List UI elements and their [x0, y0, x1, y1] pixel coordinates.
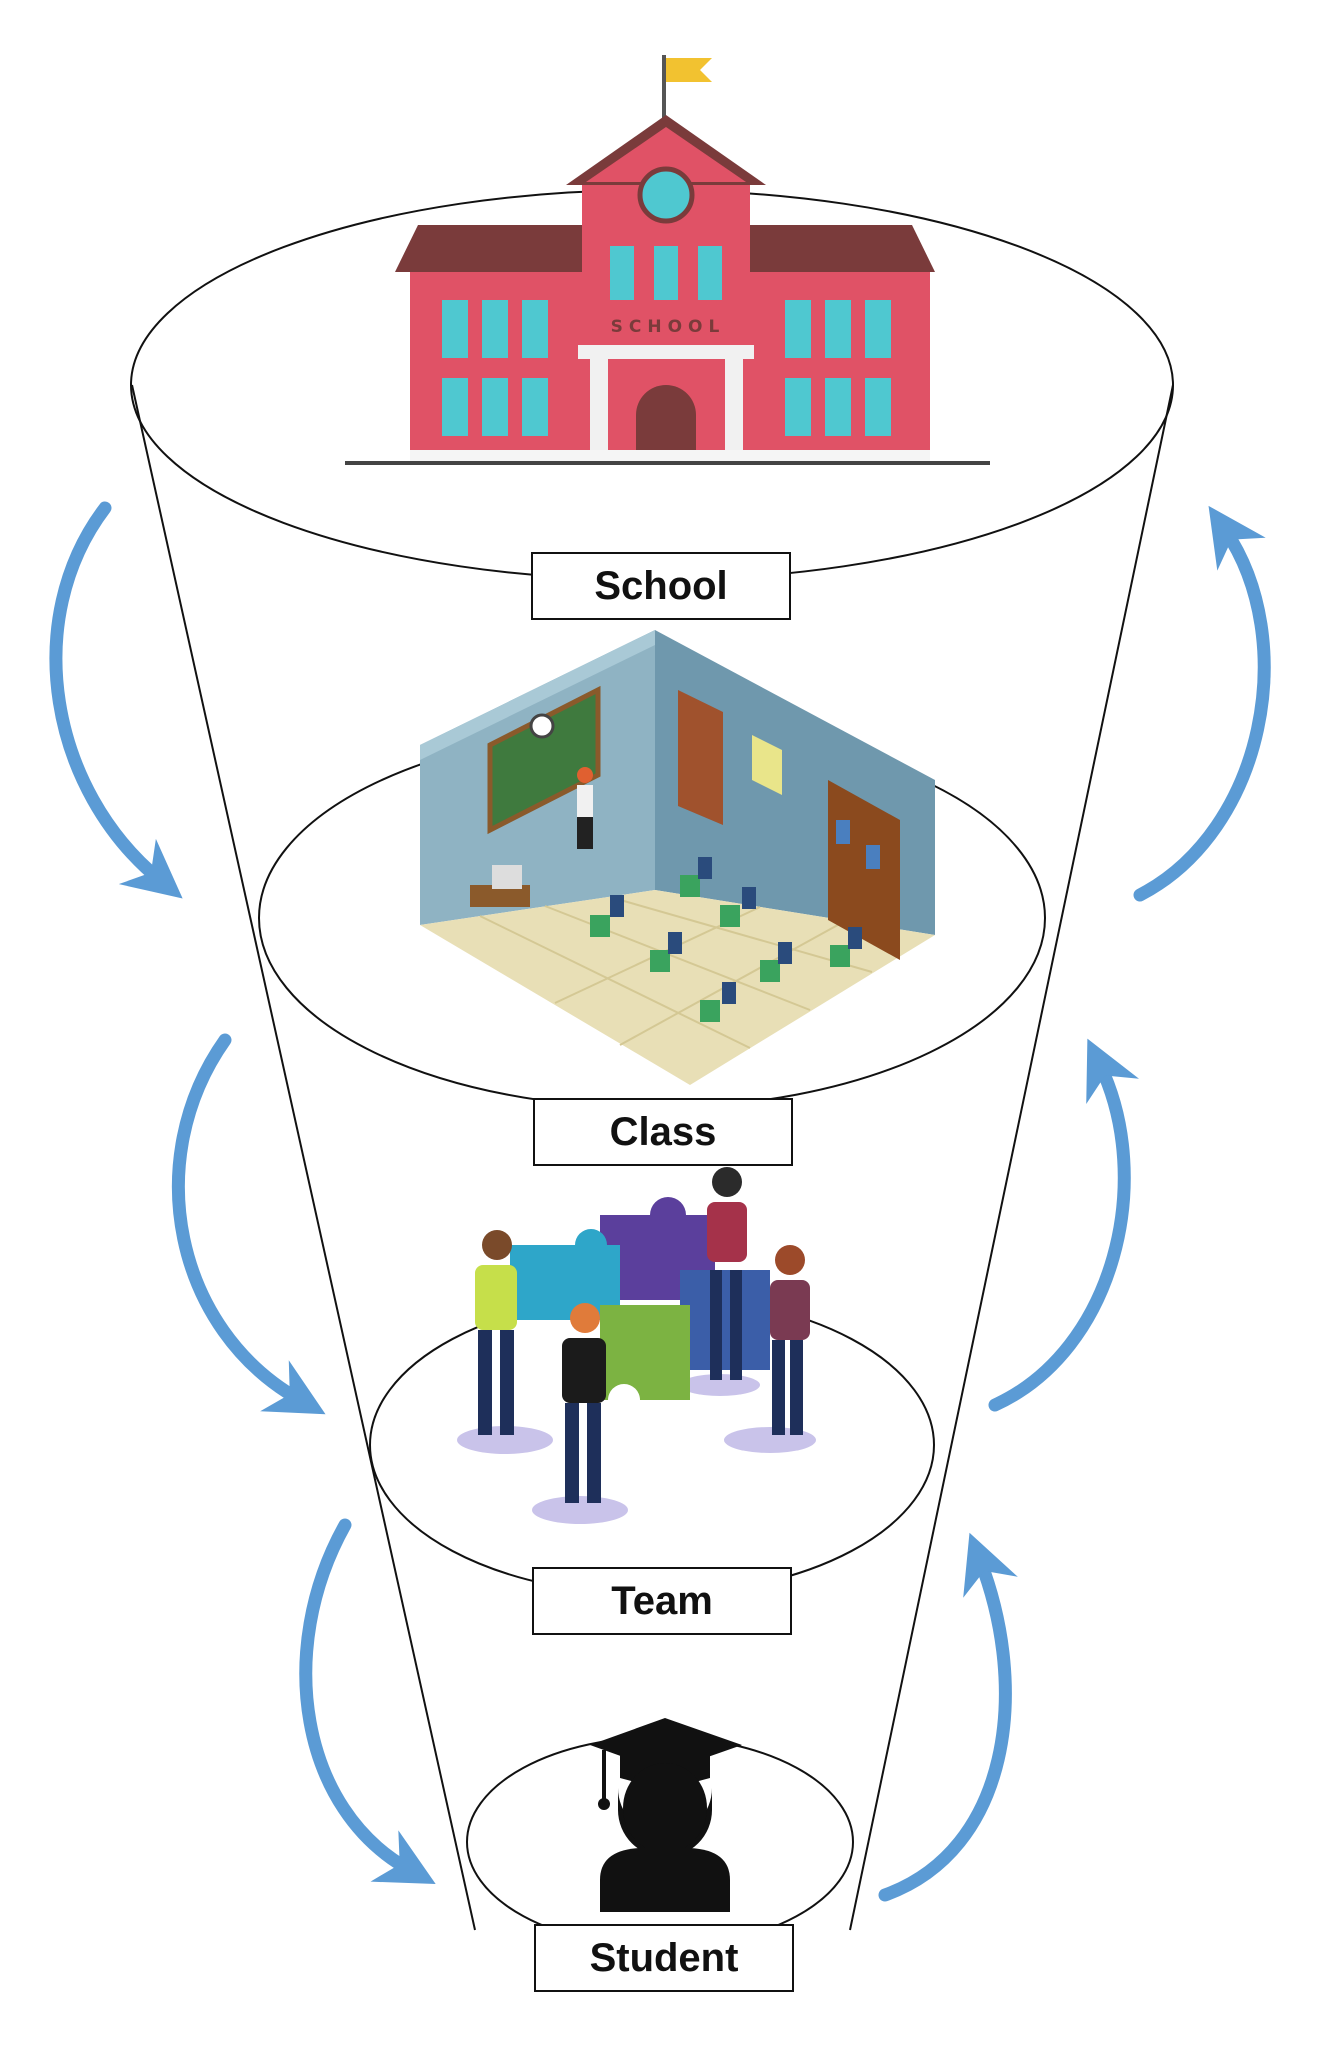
arrow-up-1	[1133, 505, 1271, 902]
school-building-icon: SCHOOL	[345, 55, 990, 465]
arrow-down-3	[299, 1518, 436, 1885]
level-label-team: Team	[532, 1567, 792, 1635]
label-school: School	[594, 564, 727, 608]
person-4	[562, 1303, 606, 1503]
school-sign-text: SCHOOL	[611, 317, 726, 337]
funnel-outline	[131, 384, 1174, 1931]
level-label-class: Class	[533, 1098, 793, 1166]
classroom-icon	[420, 630, 935, 1085]
graduate-student-icon	[590, 1718, 742, 1912]
arrows-up-right	[878, 505, 1271, 1902]
label-team: Team	[611, 1579, 713, 1623]
arrow-down-1	[49, 501, 183, 899]
team-puzzle-icon	[457, 1167, 816, 1524]
arrow-up-2	[988, 1038, 1139, 1412]
arrow-up-3	[878, 1532, 1018, 1902]
level-label-school: School	[531, 552, 791, 620]
arrows-down-left	[49, 501, 436, 1885]
level-label-student: Student	[534, 1924, 794, 1992]
label-student: Student	[590, 1936, 739, 1980]
person-2	[707, 1167, 747, 1380]
label-class: Class	[610, 1110, 717, 1154]
person-3	[770, 1245, 810, 1435]
person-1	[475, 1230, 517, 1435]
arrow-down-2	[171, 1033, 326, 1415]
